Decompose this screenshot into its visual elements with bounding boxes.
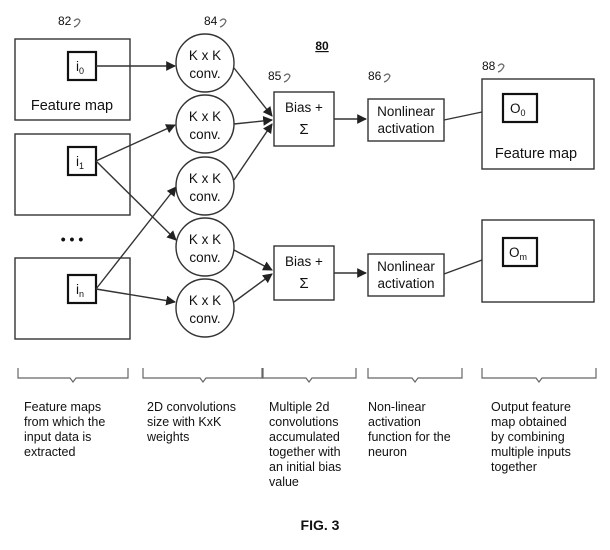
activation-block-top: Nonlinear activation [367,98,445,142]
svg-text:Bias +: Bias + [285,254,323,269]
input-feature-map-caption: Feature map [31,98,113,114]
ref-numeral-conv: 84 [204,14,227,28]
column-braces [17,368,597,383]
activation-block-bottom: Nonlinear activation [367,253,445,297]
svg-text:Bias +: Bias + [285,100,323,115]
ref-numeral-bias: 85 [268,69,291,83]
svg-text:86: 86 [368,69,382,83]
svg-text:conv.: conv. [189,189,220,204]
svg-text:82: 82 [58,14,72,28]
svg-text:activation: activation [377,276,434,291]
svg-text:Σ: Σ [299,275,308,292]
ref-numeral-outputs: 88 [482,59,505,73]
ref-numeral-activation: 86 [368,69,391,83]
svg-text:conv.: conv. [189,66,220,81]
svg-text:Nonlinear: Nonlinear [377,259,435,274]
conv-node-5: K x K conv. [175,278,235,338]
conv-node-1: K x K conv. [175,33,235,93]
svg-text:i1: i1 [76,154,84,171]
svg-text:i0: i0 [76,59,84,76]
output-feature-map-m: Om [481,219,595,303]
svg-text:K x K: K x K [189,48,221,63]
conv-node-2: K x K conv. [175,94,235,154]
svg-text:K x K: K x K [189,171,221,186]
input-feature-map-n: in [14,257,131,340]
figure-number: 80 [315,39,329,53]
output-feature-map-caption: Feature map [495,146,577,162]
svg-text:84: 84 [204,14,218,28]
bias-sum-block-bottom: Bias + Σ [273,245,335,301]
bias-sum-block-top: Bias + Σ [273,91,335,147]
conv-to-bias-connections [233,67,273,303]
svg-text:Σ: Σ [299,121,308,138]
description-activation: Non-linear activation function for the n… [368,400,454,459]
svg-text:activation: activation [377,121,434,136]
input-ellipsis: • • • [61,231,84,247]
svg-text:88: 88 [482,59,496,73]
svg-text:K x K: K x K [189,232,221,247]
svg-text:conv.: conv. [189,127,220,142]
svg-text:conv.: conv. [189,250,220,265]
svg-text:in: in [76,282,84,299]
ref-numeral-inputs: 82 [58,14,81,28]
svg-text:Om: Om [509,245,527,262]
input-feature-map-0: i0 Feature map [14,38,131,121]
description-inputs: Feature maps from which the input data i… [24,400,109,459]
svg-text:conv.: conv. [189,311,220,326]
svg-text:K x K: K x K [189,109,221,124]
description-outputs: Output feature map obtained by combining… [491,400,574,474]
figure-caption: FIG. 3 [301,517,340,533]
svg-text:85: 85 [268,69,282,83]
svg-text:O0: O0 [510,101,526,118]
output-feature-map-0: O0 Feature map [481,78,595,170]
svg-text:Nonlinear: Nonlinear [377,104,435,119]
input-feature-map-1: i1 [14,133,131,216]
conv-node-4: K x K conv. [175,217,235,277]
conv-node-3: K x K conv. [175,156,235,216]
description-bias: Multiple 2d convolutions accumulated tog… [269,400,345,489]
svg-text:K x K: K x K [189,293,221,308]
description-conv: 2D convolutions size with KxK weights [146,400,239,444]
input-to-conv-connections [95,61,177,306]
